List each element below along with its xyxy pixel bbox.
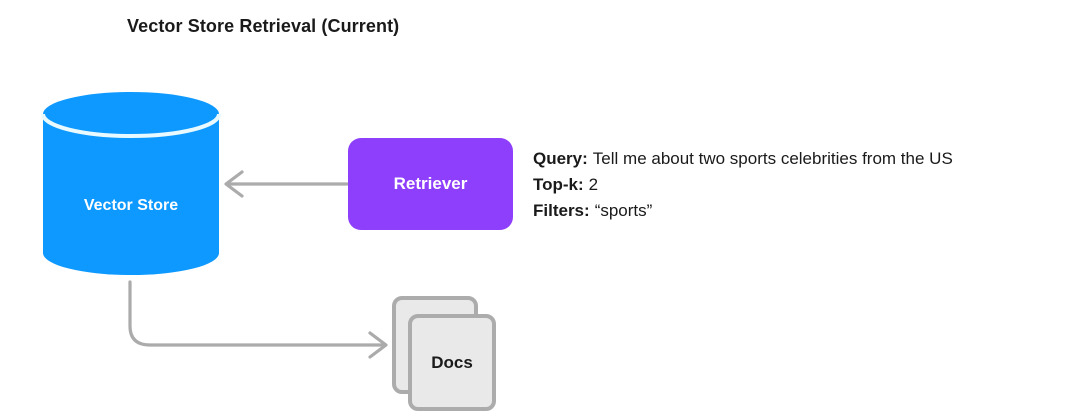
topk-label: Top-k:	[533, 175, 584, 194]
filters-line: Filters:“sports”	[533, 198, 953, 224]
arrow-retriever-to-vector-store	[224, 170, 349, 198]
filters-label: Filters:	[533, 201, 590, 220]
cylinder-rim-highlight	[41, 113, 221, 138]
query-label: Query:	[533, 149, 588, 168]
arrow-vector-store-to-docs	[128, 280, 388, 359]
query-value: Tell me about two sports celebrities fro…	[592, 149, 953, 168]
topk-value: 2	[588, 175, 599, 194]
topk-line: Top-k:2	[533, 172, 953, 198]
docs-node: Docs	[408, 314, 496, 411]
docs-label: Docs	[431, 352, 473, 372]
query-annotation: Query:Tell me about two sports celebriti…	[533, 146, 953, 224]
vector-store-label: Vector Store	[83, 197, 179, 214]
retriever-node: Retriever	[348, 138, 513, 230]
filters-value: “sports”	[594, 201, 653, 220]
query-line: Query:Tell me about two sports celebriti…	[533, 146, 953, 172]
vector-store-cylinder	[43, 92, 219, 275]
diagram-title: Vector Store Retrieval (Current)	[127, 16, 400, 36]
arrowhead-right-icon	[368, 331, 388, 359]
retriever-label: Retriever	[393, 174, 468, 193]
arrowhead-left-icon	[224, 170, 244, 198]
